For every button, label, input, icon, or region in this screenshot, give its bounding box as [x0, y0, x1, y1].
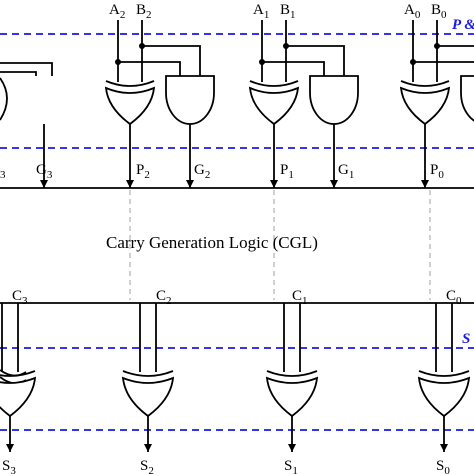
junction-b-0 — [139, 43, 145, 49]
junction-a-2 — [410, 59, 416, 65]
carry-label-1: C2 — [156, 288, 172, 307]
input-a-label-1: A1 — [253, 2, 269, 21]
sum-out-arrow-3 — [440, 444, 448, 452]
sum-label-0: S3 — [2, 458, 16, 474]
and-gate-pg-0 — [165, 75, 215, 125]
sum-label-2: S1 — [284, 458, 298, 474]
xor-gate-pg-1-arc — [249, 80, 299, 87]
partial-and-input-wire-2 — [0, 62, 53, 76]
partial-left-label: 3 — [0, 169, 6, 181]
g-output-arrow-0 — [186, 180, 194, 188]
pg-output-label-4: G1 — [338, 162, 354, 181]
pg-output-label-2: G2 — [194, 162, 210, 181]
input-b-label-1: B1 — [280, 2, 296, 21]
xor-gate-sum-0-arc — [0, 370, 36, 377]
junction-b-2 — [434, 43, 440, 49]
and-branch-a-0 — [118, 61, 181, 76]
carry-label-3: C0 — [446, 288, 462, 307]
cgl-title: Carry Generation Logic (CGL) — [106, 233, 318, 252]
pg-output-label-1: P2 — [136, 162, 150, 181]
partial-and-input-wire — [0, 71, 37, 76]
xor-gate-pg-0-arc — [105, 80, 155, 87]
g3-output-arrow — [40, 180, 48, 188]
xor-gate-sum-1-arc — [122, 370, 174, 377]
xor-gate-pg-2 — [399, 86, 451, 126]
sum-label-1: S2 — [140, 458, 154, 474]
carry-label-2: C1 — [292, 288, 308, 307]
and-branch-a-1 — [262, 61, 325, 76]
xor-gate-sum-3-arc — [418, 370, 470, 377]
pg-output-label-5: P0 — [430, 162, 444, 181]
sum-out-arrow-2 — [288, 444, 296, 452]
and-branch-a-2 — [413, 61, 474, 63]
junction-a-0 — [115, 59, 121, 65]
partial-xor-gate — [0, 77, 8, 121]
input-a-label-0: A2 — [109, 2, 125, 21]
sum-out-arrow-0 — [6, 444, 14, 452]
carry-label-0: C3 — [12, 288, 28, 307]
p-output-arrow-2 — [421, 180, 429, 188]
g-output-arrow-1 — [330, 180, 338, 188]
p-output-arrow-1 — [270, 180, 278, 188]
pg-output-label-3: P1 — [280, 162, 294, 181]
junction-a-1 — [259, 59, 265, 65]
xor-gate-sum-1 — [121, 376, 175, 418]
p-output-arrow-0 — [126, 180, 134, 188]
xor-gate-sum-2-arc — [266, 370, 318, 377]
input-a-label-2: A0 — [404, 2, 421, 21]
pg-stage-label: P & — [452, 17, 474, 33]
sum-label-3: S0 — [436, 458, 450, 474]
xor-gate-sum-3 — [417, 376, 471, 418]
xor-gate-sum-0 — [0, 376, 37, 418]
xor-gate-sum-2 — [265, 376, 319, 418]
junction-b-1 — [283, 43, 289, 49]
input-b-label-0: B2 — [136, 2, 152, 21]
xor-gate-pg-1 — [248, 86, 300, 126]
xor-gate-pg-2-arc — [400, 80, 450, 87]
and-branch-b-0 — [142, 45, 201, 76]
xor-gate-pg-0 — [104, 86, 156, 126]
partial-left-gates: 3 — [0, 62, 53, 385]
sum-stage-label: S — [462, 331, 470, 347]
and-branch-b-1 — [286, 45, 345, 76]
and-branch-b-2 — [437, 45, 474, 47]
and-gate-pg-1 — [309, 75, 359, 125]
sum-out-arrow-1 — [144, 444, 152, 452]
pg-output-label-0: G3 — [36, 162, 53, 181]
input-b-label-2: B0 — [431, 2, 447, 21]
and-gate-pg-2 — [460, 75, 474, 122]
